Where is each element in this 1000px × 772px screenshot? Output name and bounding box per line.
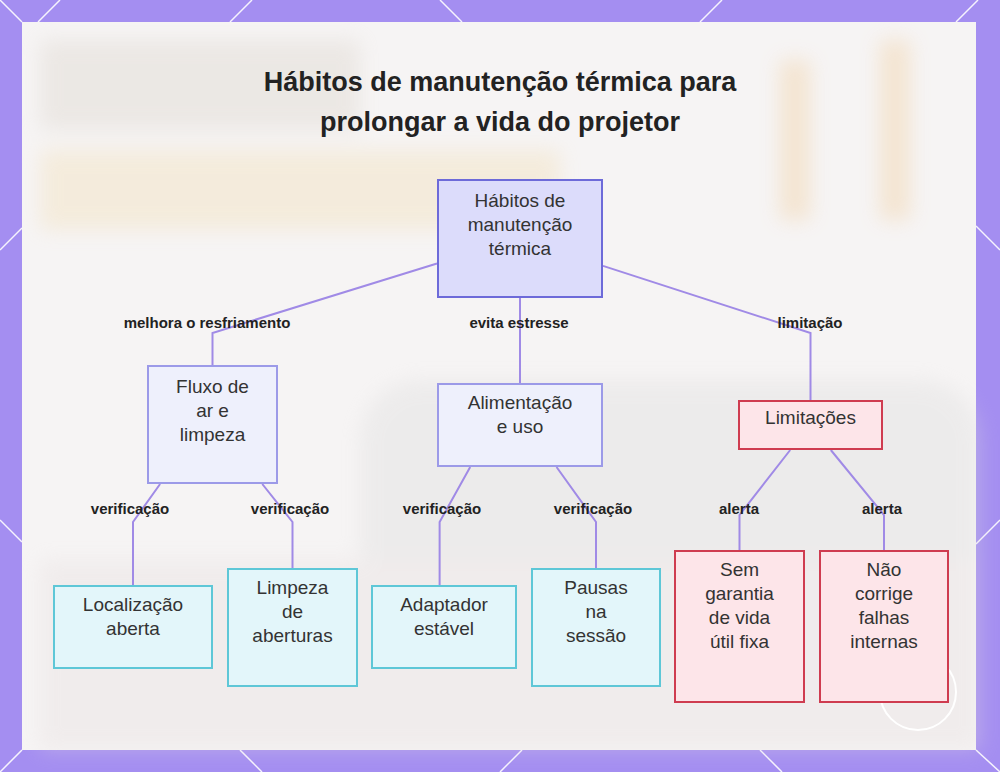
edge-label: melhora o resfriamento — [124, 314, 291, 331]
faded-photo — [40, 40, 980, 750]
node-label: Não corrige falhas internas — [843, 558, 925, 654]
connector-line — [557, 467, 596, 568]
connector-line — [133, 484, 160, 585]
edge-label: verificação — [91, 500, 169, 517]
node-label: Adaptador estável — [385, 593, 503, 641]
edge-label: evita estresse — [469, 314, 568, 331]
limitation-box: Limitações — [738, 400, 883, 450]
check-box: Localização aberta — [53, 585, 213, 669]
node-label: Fluxo de ar e limpeza — [172, 375, 254, 447]
alert-box: Não corrige falhas internas — [819, 550, 949, 703]
category-box: Alimentação e uso — [437, 383, 603, 467]
alert-box: Sem garantia de vida útil fixa — [674, 550, 805, 703]
node-label: Limitações — [746, 406, 876, 430]
edge-label: alerta — [862, 500, 902, 517]
connector-line — [603, 266, 811, 400]
check-box: Pausas na sessão — [531, 568, 661, 687]
node-label: Pausas na sessão — [560, 576, 632, 648]
node-label: Hábitos de manutenção térmica — [458, 189, 583, 261]
check-box: Adaptador estável — [371, 585, 517, 669]
root-box: Hábitos de manutenção térmica — [437, 179, 603, 298]
connector-line — [440, 467, 471, 585]
node-label: Limpeza de aberturas — [247, 576, 339, 648]
connector-line — [519, 298, 521, 383]
connector-line — [262, 484, 292, 568]
node-label: Localização aberta — [67, 593, 199, 641]
category-box: Fluxo de ar e limpeza — [147, 365, 278, 484]
edge-label: verificação — [403, 500, 481, 517]
node-label: Sem garantia de vida útil fixa — [699, 558, 781, 654]
check-box: Limpeza de aberturas — [227, 568, 358, 687]
edge-label: limitação — [777, 314, 842, 331]
edge-label: verificação — [554, 500, 632, 517]
node-label: Alimentação e uso — [461, 391, 579, 439]
edge-label: alerta — [719, 500, 759, 517]
edge-label: verificação — [251, 500, 329, 517]
diagram-title: Hábitos de manutenção térmica para prolo… — [200, 62, 800, 142]
